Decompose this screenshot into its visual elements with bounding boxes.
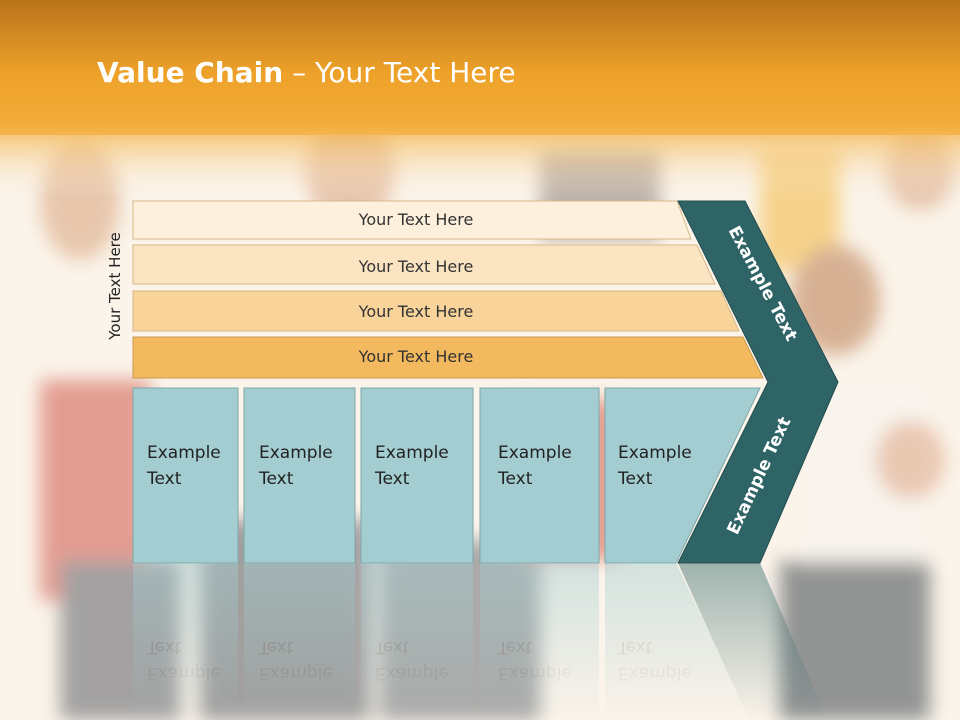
box-1-line1: Example: [147, 443, 221, 463]
reflection-box-4-line2: Text: [497, 637, 533, 657]
box-3-line1: Example: [375, 443, 449, 463]
bar-1-label: Your Text Here: [358, 210, 474, 229]
reflection-box-1-line2: Text: [146, 637, 182, 657]
reflection-box-5-line2: Text: [617, 637, 653, 657]
box-1-line2: Text: [146, 469, 182, 489]
box-2-line1: Example: [259, 443, 333, 463]
box-4-line1: Example: [498, 443, 572, 463]
bar-1: Your Text Here: [132, 200, 692, 240]
bar-3: Your Text Here: [132, 290, 740, 332]
bar-2-label: Your Text Here: [358, 257, 474, 276]
box-3-line2: Text: [374, 469, 410, 489]
box-4: Example Text: [479, 387, 600, 564]
bar-4: Your Text Here: [132, 336, 764, 379]
box-2: Example Text: [243, 387, 356, 564]
diagram-reflection: Example Text Example Text Example Text E…: [133, 563, 828, 720]
title-rest: – Your Text Here: [283, 56, 516, 89]
bar-3-label: Your Text Here: [358, 302, 474, 321]
box-4-line2: Text: [497, 469, 533, 489]
reflection-box-2-line2: Text: [258, 637, 294, 657]
bar-4-label: Your Text Here: [358, 347, 474, 366]
box-3: Example Text: [360, 387, 474, 564]
reflection-box-5-line1: Example: [618, 663, 692, 683]
reflection-box-1-line1: Example: [147, 663, 221, 683]
reflection-box-2-line1: Example: [259, 663, 333, 683]
reflection-box-4-line1: Example: [498, 663, 572, 683]
box-1: Example Text: [132, 387, 239, 564]
reflection-box-3-line1: Example: [375, 663, 449, 683]
slide-title: Value Chain – Your Text Here: [97, 56, 516, 89]
title-bold: Value Chain: [97, 56, 284, 89]
reflection-box-3-line2: Text: [374, 637, 410, 657]
box-5-line2: Text: [617, 469, 653, 489]
box-5: Example Text: [604, 387, 761, 564]
box-5-line1: Example: [618, 443, 692, 463]
header-band: [0, 0, 960, 135]
bar-2: Your Text Here: [132, 244, 716, 285]
box-2-line2: Text: [258, 469, 294, 489]
